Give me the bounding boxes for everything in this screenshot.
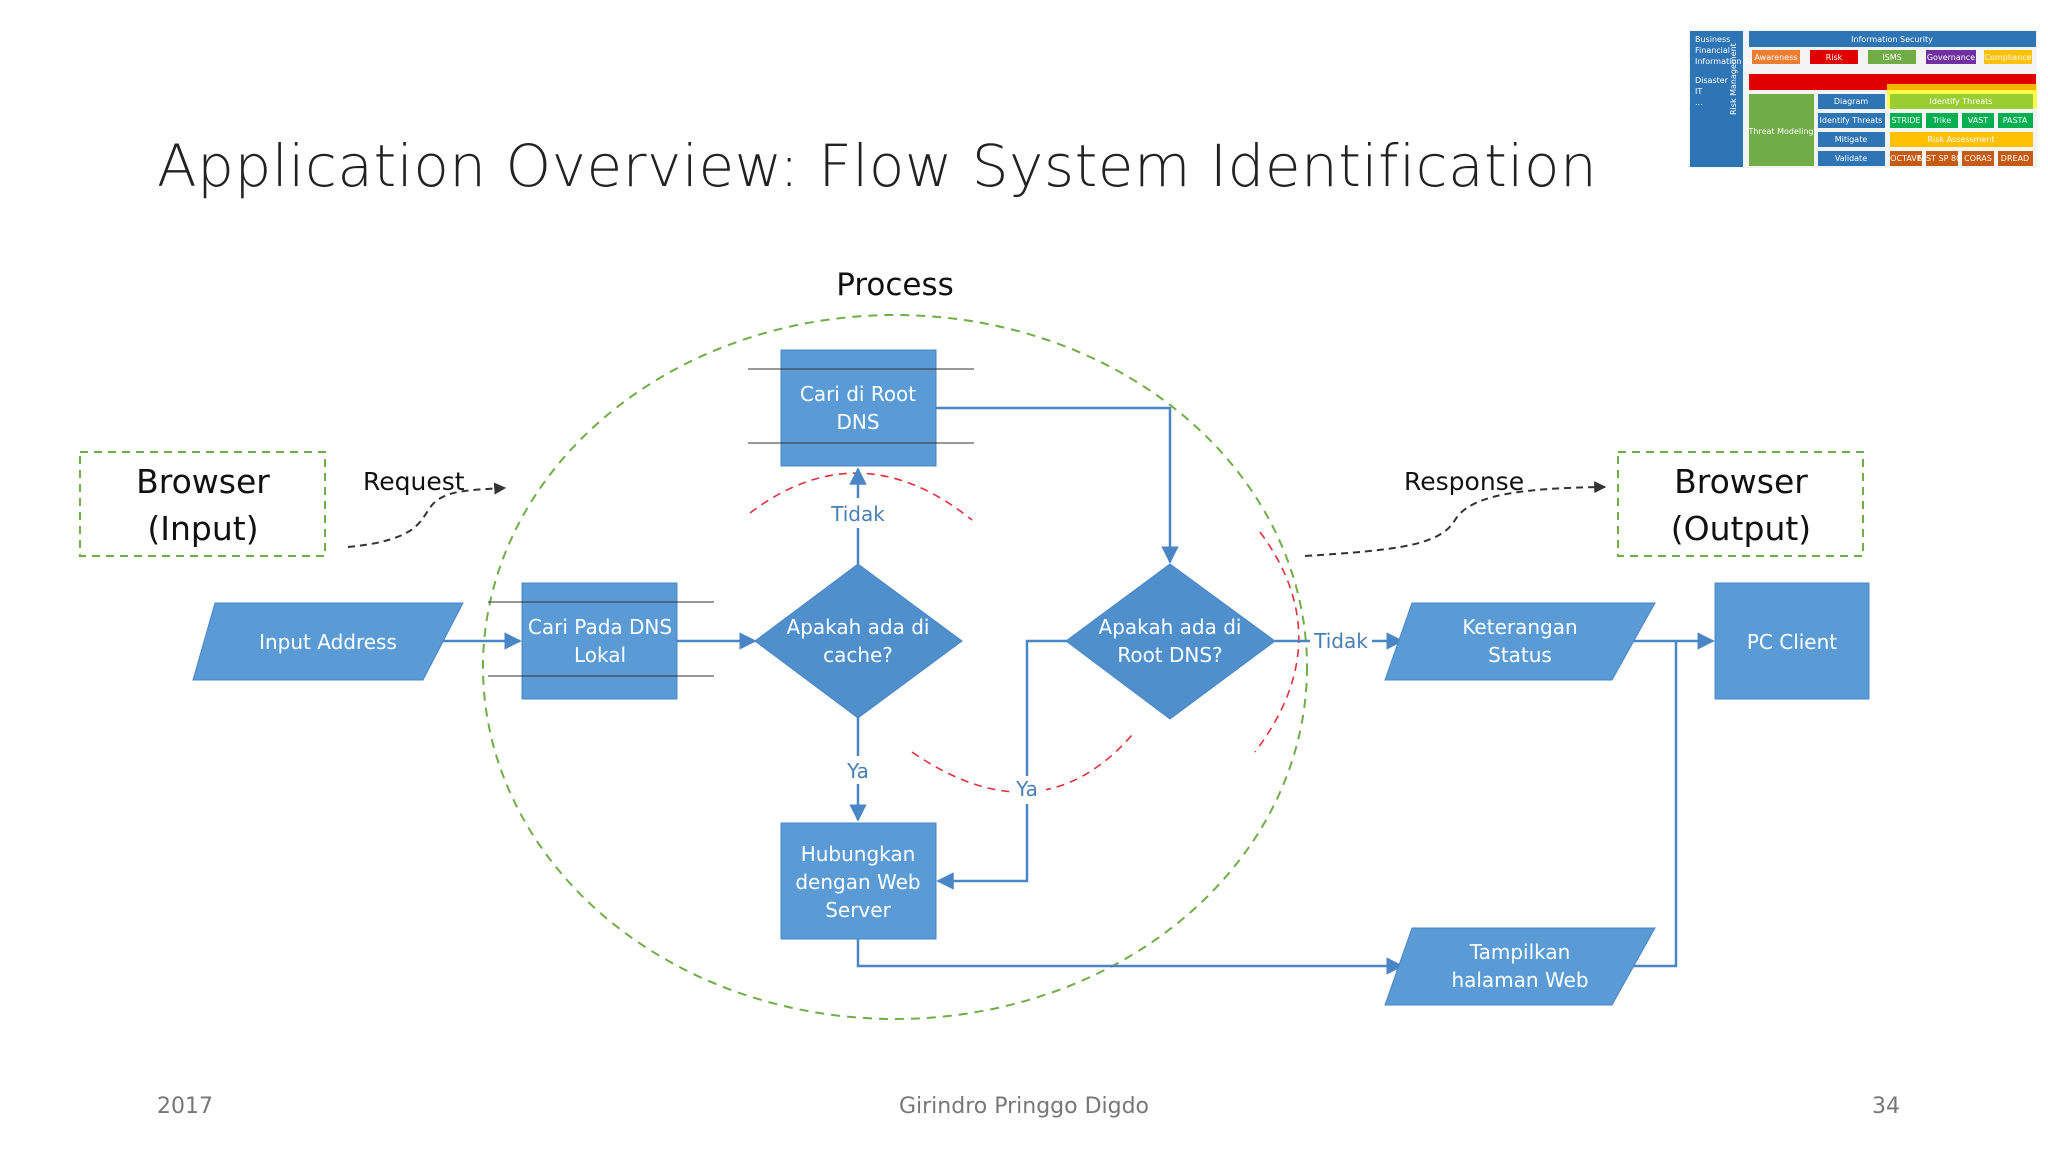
thumb-bottom-1: NIST SP 800 — [1918, 154, 1967, 163]
thumb-bottom-2: CORAS — [1964, 154, 1992, 163]
root-no-label-bg — [1310, 628, 1372, 656]
browser-output-box — [1617, 451, 1864, 557]
thumb-row1-2: ISMS — [1882, 53, 1901, 62]
thumb-row1-3: Governance — [1927, 53, 1975, 62]
thumb-left-item-1: Financial — [1695, 46, 1730, 55]
browser-input-line2: (Input) — [147, 509, 258, 548]
footer-author: Girindro Pringgo Digdo — [899, 1094, 1149, 1119]
thumb-highlight-row: Identify Threats — [1930, 97, 1993, 106]
thumb-bottom-3: DREAD — [2001, 154, 2029, 163]
footer-page: 34 — [1872, 1094, 1900, 1119]
thumb-left-item-2: Information Security — [1695, 57, 1777, 66]
edge-root-to-rootdecision — [935, 406, 1179, 564]
pc-client-text: PC Client — [1747, 630, 1837, 654]
tampilkan-line2: halaman Web — [1451, 968, 1588, 992]
browser-output-line2: (Output) — [1671, 509, 1811, 548]
thumb-left-item-4: IT — [1695, 87, 1702, 96]
cache-no-label: Tidak — [830, 502, 885, 526]
node-cari-lokal: Cari Pada DNS Lokal — [488, 582, 714, 700]
thumb-step-0: Diagram — [1834, 97, 1869, 106]
thumb-threat-modeling: Threat Modeling — [1748, 127, 1814, 136]
node-hubungkan: Hubungkan dengan Web Server — [780, 822, 937, 940]
thumb-side-label: Risk Management — [1729, 43, 1738, 115]
root-yes-label: Ya — [1015, 777, 1038, 801]
request-label: Request — [363, 467, 465, 496]
node-cache-decision: Apakah ada di cache? — [754, 563, 963, 719]
process-boundary — [482, 314, 1308, 1020]
slide-title: Application Overview: Flow System Identi… — [157, 132, 1598, 200]
request-arrow — [347, 482, 507, 548]
thumb-left-item-3: Disaster — [1695, 76, 1729, 85]
thumb-header: Information Security — [1851, 35, 1933, 44]
node-tampilkan: Tampilkan halaman Web — [1384, 927, 1656, 1006]
cache-yes-label: Ya — [846, 759, 869, 783]
thumb-bottom-0: OCTAVE — [1890, 154, 1922, 163]
root-no-label: Tidak — [1313, 629, 1368, 653]
node-pc-client: PC Client — [1714, 582, 1870, 700]
process-label: Process — [836, 267, 954, 303]
cache-decision-line1: Apakah ada di — [787, 615, 930, 639]
cache-yes-label-bg — [840, 756, 876, 784]
thumbnail-overview: Business Financial Information Security … — [1689, 30, 2037, 168]
root-yes-label-bg — [1010, 776, 1046, 804]
cari-lokal-line2: Lokal — [574, 643, 626, 667]
edge-rootdecision-to-hubungkan — [936, 639, 1067, 890]
node-cari-root: Cari di Root DNS — [748, 349, 974, 467]
keterangan-line1: Keterangan — [1462, 615, 1577, 639]
thumb-method-2: VAST — [1968, 116, 1989, 125]
tampilkan-line1: Tampilkan — [1469, 940, 1571, 964]
thumb-step-2: Mitigate — [1835, 135, 1868, 144]
root-decision-line2: Root DNS? — [1117, 643, 1222, 667]
node-root-decision: Apakah ada di Root DNS? — [1065, 563, 1276, 720]
hubungkan-line1: Hubungkan — [801, 842, 916, 866]
keterangan-line2: Status — [1488, 643, 1552, 667]
browser-input-box — [79, 451, 326, 557]
thumb-method-3: PASTA — [2003, 116, 2028, 125]
thumb-risk-assessment: Risk Assessment — [1927, 135, 1994, 144]
edge-hubungkan-to-tampilkan — [856, 938, 1404, 975]
thumb-method-1: Trike — [1932, 116, 1952, 125]
root-decision-line1: Apakah ada di — [1099, 615, 1242, 639]
cache-decision-line2: cache? — [823, 643, 893, 667]
response-arrow — [1304, 481, 1607, 557]
hubungkan-line2: dengan Web — [795, 870, 920, 894]
edge-tampilkan-to-pc — [1625, 641, 1678, 968]
cari-lokal-line1: Cari Pada DNS — [528, 615, 672, 639]
cari-root-line1: Cari di Root — [800, 382, 916, 406]
hubungkan-line3: Server — [825, 898, 891, 922]
thumb-row1-1: Risk — [1826, 53, 1843, 62]
response-label: Response — [1404, 467, 1524, 496]
thumb-step-1: Identify Threats — [1820, 116, 1883, 125]
thumb-left-item-5: ... — [1695, 98, 1703, 107]
input-address-text: Input Address — [259, 630, 397, 654]
cari-root-line2: DNS — [836, 410, 879, 434]
thumb-row1-4: Compliance — [1984, 53, 2031, 62]
node-keterangan: Keterangan Status — [1384, 602, 1656, 681]
footer-year: 2017 — [157, 1094, 213, 1119]
node-input-address: Input Address — [192, 602, 464, 681]
thumb-method-0: STRIDE — [1891, 116, 1920, 125]
thumb-step-3: Validate — [1835, 154, 1867, 163]
browser-output-line1: Browser — [1674, 462, 1808, 501]
cache-no-label-bg — [826, 498, 890, 528]
thumb-left-item-0: Business — [1695, 35, 1730, 44]
browser-input-line1: Browser — [136, 462, 270, 501]
thumb-row1-0: Awareness — [1755, 53, 1798, 62]
